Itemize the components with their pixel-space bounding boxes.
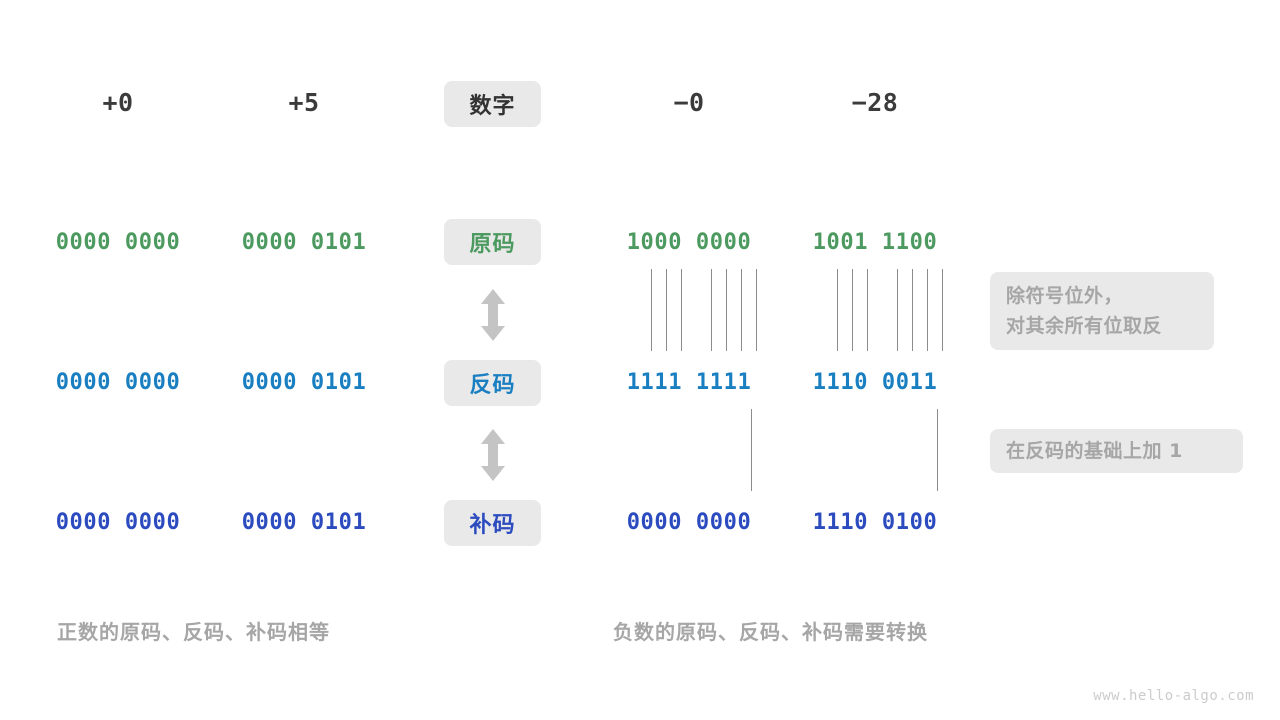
double-arrow-icon-invert xyxy=(476,289,510,341)
connector-line xyxy=(741,269,742,351)
header-number-plus-five: +5 xyxy=(288,88,320,117)
connector-line xyxy=(751,409,752,491)
header-number-plus-zero: +0 xyxy=(102,88,134,117)
connector-line xyxy=(681,269,682,351)
connector-line xyxy=(852,269,853,351)
caption-negative-numbers: 负数的原码、反码、补码需要转换 xyxy=(613,620,928,644)
double-arrow-icon-add-one xyxy=(476,429,510,481)
binary-twos-complement-minus-twentyeight: 1110 0100 xyxy=(812,510,938,535)
binary-twos-complement-plus-five: 0000 0101 xyxy=(241,510,367,535)
note-invert-line-1: 除符号位外， xyxy=(1006,285,1124,307)
connector-line xyxy=(927,269,928,351)
binary-ones-complement-minus-twentyeight: 1110 0011 xyxy=(812,370,938,395)
connector-line xyxy=(867,269,868,351)
connector-line xyxy=(666,269,667,351)
row-label-number: 数字 xyxy=(444,81,541,127)
binary-sign-magnitude-plus-zero: 0000 0000 xyxy=(55,230,181,255)
row-label-twos-complement: 补码 xyxy=(444,500,541,546)
binary-ones-complement-plus-zero: 0000 0000 xyxy=(55,370,181,395)
note-add-one: 在反码的基础上加 1 xyxy=(990,429,1243,473)
binary-twos-complement-plus-zero: 0000 0000 xyxy=(55,510,181,535)
connector-line xyxy=(711,269,712,351)
watermark: www.hello-algo.com xyxy=(1093,688,1254,704)
connector-line xyxy=(912,269,913,351)
connector-line xyxy=(942,269,943,351)
binary-twos-complement-minus-zero: 0000 0000 xyxy=(626,510,752,535)
binary-sign-magnitude-plus-five: 0000 0101 xyxy=(241,230,367,255)
note-invert-bits: 除符号位外， 对其余所有位取反 xyxy=(990,272,1214,350)
connector-line xyxy=(726,269,727,351)
header-number-minus-twentyeight: −28 xyxy=(851,88,899,117)
connector-line xyxy=(651,269,652,351)
binary-ones-complement-minus-zero: 1111 1111 xyxy=(626,370,752,395)
connector-line xyxy=(837,269,838,351)
row-label-sign-magnitude: 原码 xyxy=(444,219,541,265)
header-number-minus-zero: −0 xyxy=(673,88,705,117)
connector-line xyxy=(937,409,938,491)
connector-line xyxy=(756,269,757,351)
row-label-ones-complement: 反码 xyxy=(444,360,541,406)
note-invert-line-2: 对其余所有位取反 xyxy=(1006,315,1163,337)
note-add-one-text: 在反码的基础上加 1 xyxy=(1006,440,1183,462)
connector-line xyxy=(897,269,898,351)
binary-ones-complement-plus-five: 0000 0101 xyxy=(241,370,367,395)
binary-sign-magnitude-minus-zero: 1000 0000 xyxy=(626,230,752,255)
caption-positive-numbers: 正数的原码、反码、补码相等 xyxy=(57,620,330,644)
binary-sign-magnitude-minus-twentyeight: 1001 1100 xyxy=(812,230,938,255)
